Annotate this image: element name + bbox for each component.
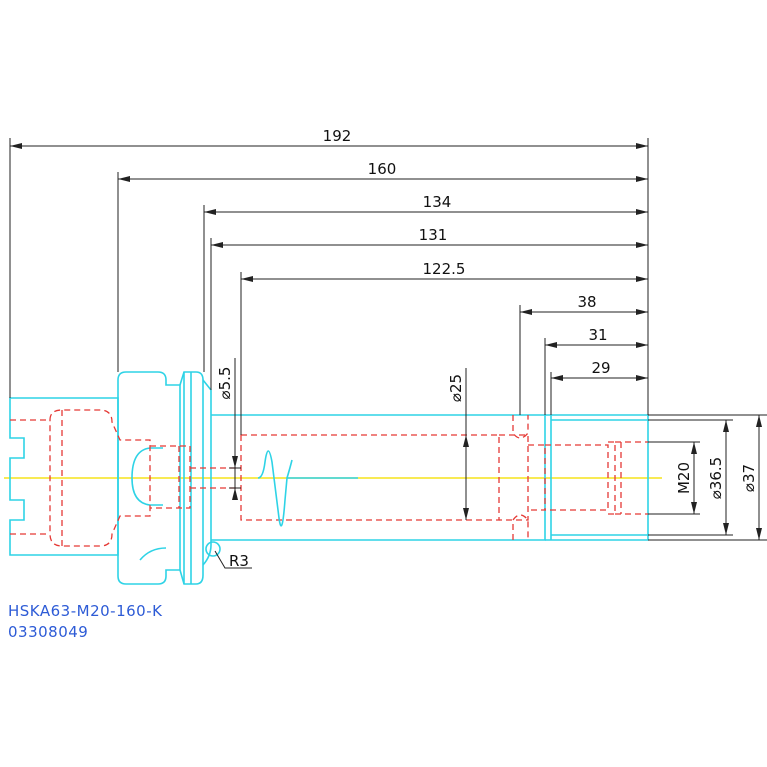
thread-bore	[545, 444, 609, 511]
extension-shaft	[211, 414, 546, 541]
bore-step	[499, 434, 529, 521]
dimension-lines	[10, 143, 762, 569]
dim-192: 192	[323, 127, 352, 145]
dim-38: 38	[577, 293, 596, 311]
hidden-features	[10, 409, 648, 547]
part-number: HSKA63-M20-160-K	[8, 602, 163, 620]
dim-122-5: 122.5	[423, 260, 466, 278]
dim-dia-5-5: ⌀5.5	[216, 367, 234, 400]
hsk-shank	[9, 397, 119, 556]
break-line	[257, 450, 358, 527]
dim-dia-37: ⌀37	[740, 464, 758, 492]
cross-hole-bottom	[512, 514, 529, 540]
flange-step	[202, 379, 212, 566]
extension-lines	[9, 138, 767, 541]
thread-relief	[528, 444, 546, 511]
dim-m20: M20	[675, 462, 693, 494]
key-slot	[139, 547, 167, 561]
dim-dia-36-5: ⌀36.5	[707, 457, 725, 499]
r3-fillet	[205, 541, 221, 557]
shank-cavity	[49, 409, 151, 547]
dim-131: 131	[419, 226, 448, 244]
dim-31: 31	[588, 326, 607, 344]
shank-bore-entry	[10, 419, 50, 535]
dim-160: 160	[368, 160, 397, 178]
dim-r3: R3	[229, 552, 249, 570]
v-groove-ring	[179, 371, 204, 585]
tool-body	[9, 371, 649, 585]
nose-section	[545, 414, 649, 541]
coolant-pocket	[150, 445, 191, 509]
gripper-slot	[131, 447, 163, 506]
dim-134: 134	[423, 193, 452, 211]
article-number: 03308049	[8, 623, 88, 641]
dim-dia-25: ⌀25	[447, 374, 465, 402]
dimension-texts: 192 160 134 131 122.5 38 31 29 ⌀5.5 ⌀25 …	[216, 127, 758, 570]
thread-groove	[608, 441, 616, 515]
dim-29: 29	[591, 359, 610, 377]
